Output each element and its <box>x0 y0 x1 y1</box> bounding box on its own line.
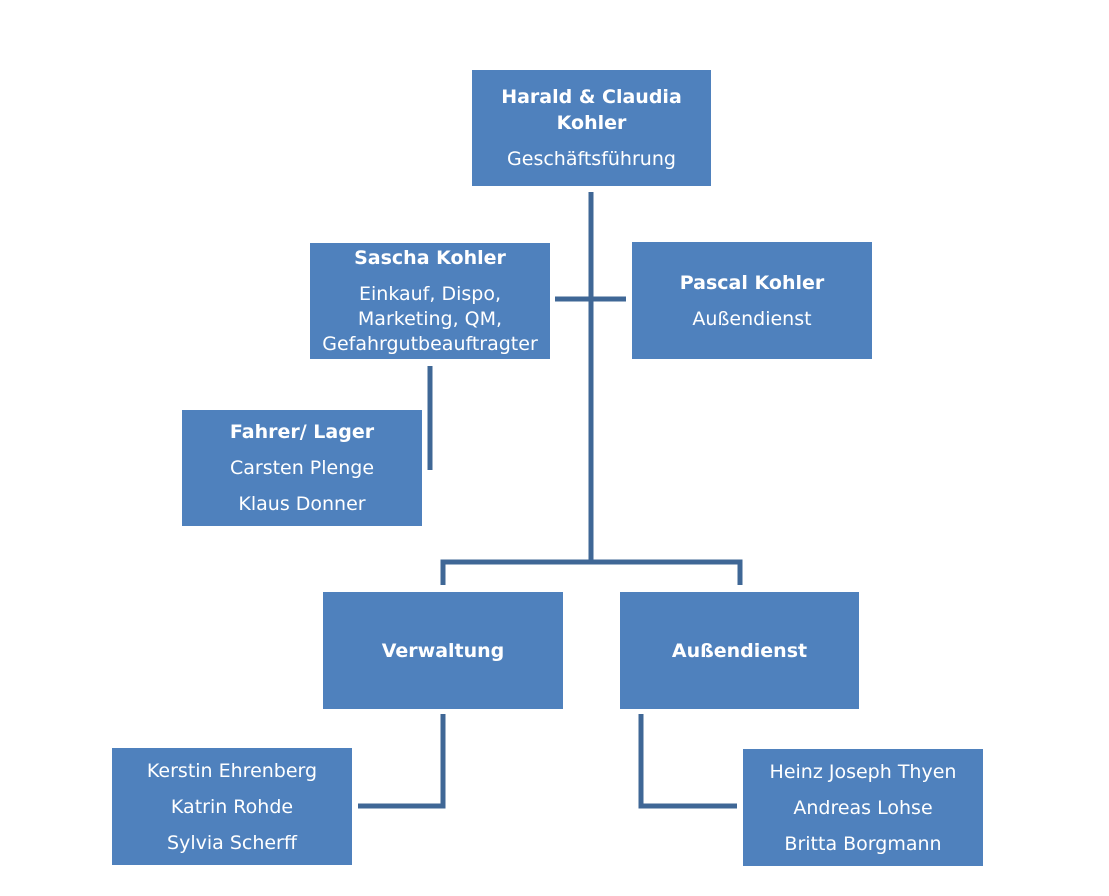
aussendienst-box: Außendienst <box>620 592 859 709</box>
verwaltung-to-staff-line <box>358 714 446 809</box>
management-role: Geschäftsführung <box>507 148 676 170</box>
verwaltung-box: Verwaltung <box>323 592 563 709</box>
verwaltung-member: Sylvia Scherff <box>167 831 297 854</box>
aussendienst-title: Außendienst <box>671 639 808 662</box>
aussendienst-to-staff-line <box>638 714 737 809</box>
aussendienst-member: Andreas Lohse <box>793 796 933 819</box>
fahrer-member: Klaus Donner <box>238 493 366 515</box>
sascha-name: Sascha Kohler <box>354 247 506 269</box>
pascal-role: Außendienst <box>692 307 812 330</box>
management-box: Harald & Claudia Kohler Geschäftsführung <box>472 70 711 186</box>
pascal-kohler-box: Pascal Kohler Außendienst <box>632 242 872 359</box>
verwaltung-member: Katrin Rohde <box>170 795 294 818</box>
aussendienst-member: Heinz Joseph Thyen <box>769 760 957 783</box>
management-name: Harald & Claudia Kohler <box>501 86 682 134</box>
department-bar-line <box>440 559 743 585</box>
aussendienst-staff-box: Heinz Joseph Thyen Andreas Lohse Britta … <box>743 749 983 866</box>
sascha-role-line-2: Marketing, QM, <box>357 308 503 330</box>
aussendienst-member: Britta Borgmann <box>784 832 942 855</box>
verwaltung-title: Verwaltung <box>381 639 505 662</box>
verwaltung-staff-box: Kerstin Ehrenberg Katrin Rohde Sylvia Sc… <box>112 748 352 865</box>
verwaltung-member: Kerstin Ehrenberg <box>146 759 318 782</box>
sascha-role-line-1: Einkauf, Dispo, <box>359 283 501 305</box>
fahrer-member: Carsten Plenge <box>229 457 375 479</box>
fahrer-lager-title: Fahrer/ Lager <box>229 421 375 443</box>
pascal-name: Pascal Kohler <box>679 271 825 294</box>
sascha-role-line-3: Gefahrgutbeauftragter <box>322 333 538 355</box>
fahrer-lager-box: Fahrer/ Lager Carsten Plenge Klaus Donne… <box>182 410 422 526</box>
sascha-kohler-box: Sascha Kohler Einkauf, Dispo, Marketing,… <box>310 243 550 359</box>
